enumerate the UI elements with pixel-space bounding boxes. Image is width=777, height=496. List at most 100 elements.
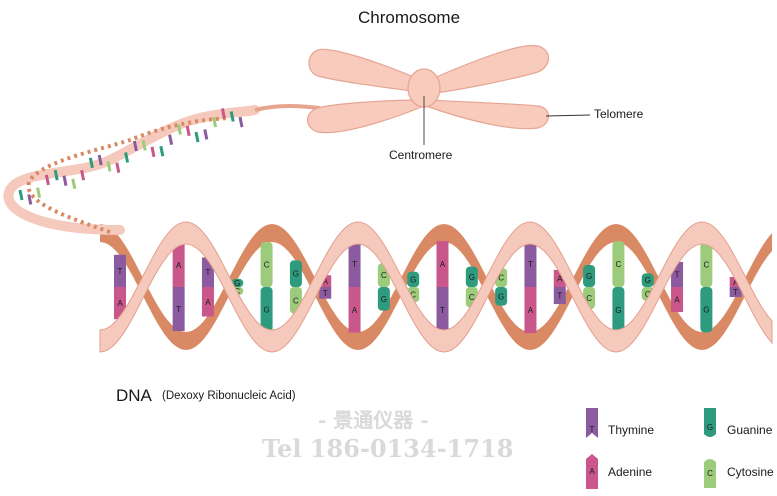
dna-title: DNA [116,386,152,405]
base-A [348,287,361,333]
svg-text:A: A [589,467,595,476]
base-T [553,287,566,305]
base-letter: G [469,273,475,282]
base-letter: A [176,261,182,270]
watermark-line-2: Tel 186-0134-1718 [262,434,514,463]
svg-text:T: T [590,425,595,434]
coil-base-tick [203,129,209,140]
coil-base-tick [229,111,235,122]
base-letter: G [703,306,709,315]
telomere-pointer [545,114,591,117]
base-pairs: TAATTAGCCGGCATTACGGCATGCCGTAATGCCGGCTACG… [114,241,742,333]
base-letter: C [616,260,622,269]
base-letter: T [528,260,533,269]
coil-base-tick [27,194,33,205]
base-G [583,265,596,287]
coil-base-tick [194,131,200,143]
coil-base-tick [97,154,103,166]
base-letter: G [263,305,269,314]
telomere-label: Telomere [594,107,644,121]
base-pair: CG [612,241,625,333]
base-letter: T [118,267,123,276]
base-T [348,241,361,287]
base-letter: A [205,298,211,307]
base-letter: A [117,299,123,308]
base-T [729,287,742,298]
base-letter: T [733,288,738,297]
base-letter: C [645,290,651,299]
front-strand-ribbon [99,221,773,353]
base-A [524,287,537,333]
base-A [319,275,332,287]
chromosome-lower-left-arm [306,99,426,134]
coil-base-tick [185,125,191,137]
base-letter: A [528,306,534,315]
base-pair: CG [700,241,713,333]
base-letter: T [323,289,328,298]
base-letter: C [469,293,475,302]
coiled-dna [3,105,260,235]
coil-strand-a [3,105,260,235]
chromosome-upper-right-arm [424,44,550,95]
base-pair: TA [671,261,684,313]
base-pair: TA [348,241,361,333]
base-G [700,287,713,333]
base-letter: C [410,291,416,300]
base-G [612,287,625,333]
base-pair: TA [524,241,537,333]
coil-base-tick [150,146,156,158]
base-pair: TA [201,257,214,317]
base-letter: T [557,292,562,301]
coil-base-tick [53,169,59,181]
base-letter: T [206,268,211,277]
dna-subtitle: (Dexoxy Ribonucleic Acid) [162,390,296,402]
base-A [729,276,742,287]
base-letter: A [674,296,680,305]
svg-text:G: G [707,423,713,432]
legend-cytosine-label: Cytosine [727,465,774,479]
cytosine-legend-icon: C [704,459,716,488]
base-A [436,241,449,287]
base-T [436,287,449,333]
base-G [231,278,244,287]
coil-base-tick [168,134,174,146]
base-letter: G [410,275,416,284]
coil-base-tick [106,161,112,172]
base-letter: C [586,294,592,303]
back-strand-ribbon [100,224,772,350]
chromosome-strand-link [254,104,321,112]
base-letter: G [615,306,621,315]
chromosome-upper-left-arm [308,48,426,93]
thymine-legend-icon: T [586,408,598,438]
base-C [612,241,625,287]
chromosome-title: Chromosome [358,8,461,27]
base-letter: G [645,276,651,285]
coil-base-tick [159,145,165,157]
base-pair: AT [436,241,449,333]
coil-base-tick [18,189,24,201]
watermark-line-1: - 景通仪器 - [318,408,429,432]
base-letter: C [264,261,270,270]
coil-base-tick [115,162,121,173]
base-letter: C [703,260,709,269]
base-letter: A [733,278,739,287]
base-letter: T [440,306,445,315]
base-G [260,287,273,332]
guanine-legend-icon: G [704,408,716,437]
base-C [260,242,273,287]
coil-strand-b [26,116,231,234]
base-G [289,260,302,287]
base-T [172,287,185,332]
coil-base-tick [238,116,244,128]
base-letter: A [352,306,358,315]
svg-text:C: C [707,469,713,478]
base-G [407,271,420,287]
legend-thymine-label: Thymine [608,423,655,437]
coil-base-tick [176,124,182,135]
coil-base-tick [220,108,226,119]
coil-base-tick [62,175,68,187]
base-letter: G [586,272,592,281]
base-pair: AT [319,275,332,299]
